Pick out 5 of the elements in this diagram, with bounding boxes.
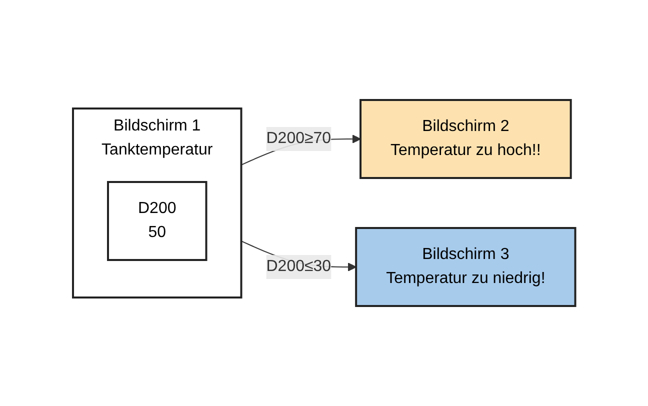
- node-box: Bildschirm 3 Temperatur zu niedrig!: [354, 227, 576, 307]
- node-box: Bildschirm 2 Temperatur zu hoch!!: [359, 99, 572, 179]
- node-box: D200 50: [106, 181, 208, 261]
- edge-label: D200≥70: [266, 130, 331, 147]
- edge-label: D200≤30: [266, 258, 331, 275]
